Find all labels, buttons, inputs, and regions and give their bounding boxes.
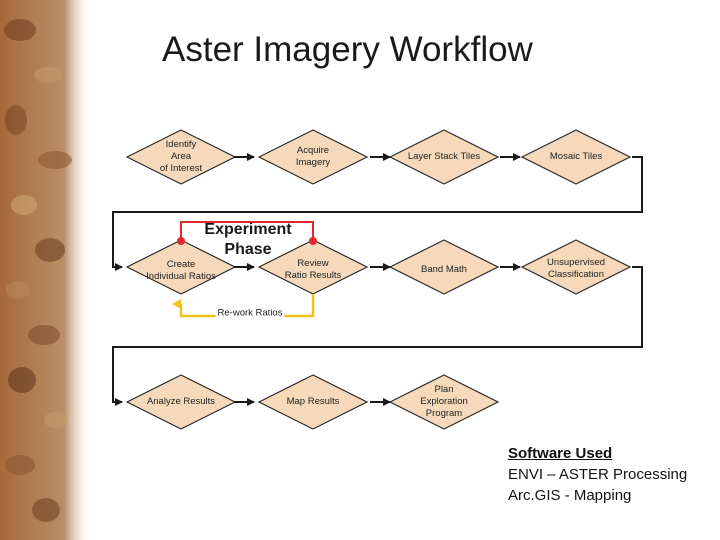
software-item: ENVI – ASTER Processing [508,466,688,483]
phase-marker-right [309,237,317,245]
workflow-step-diamond [520,129,632,185]
step-label-layer-stack-tiles: Layer Stack Tiles [407,151,481,162]
step-label-mosaic-tiles: Mosaic Tiles [549,151,603,162]
workflow-step-diamond [257,129,369,185]
workflow-step-diamond [388,129,500,185]
step-label-identify-area: Identify Area of Interest [159,139,203,174]
step-label-band-math: Band Math [421,264,467,275]
step-label-review-ratio-results: Review Ratio Results [284,258,342,281]
experiment-phase-label: Experiment Phase [204,221,292,258]
step-label-plan-exploration-program: Plan Exploration Program [420,384,468,419]
step-label-analyze-results: Analyze Results [146,396,216,407]
phase-marker-left [177,237,185,245]
software-item: Arc.GIS - Mapping [508,487,632,504]
software-used-heading: Software Used [508,445,613,462]
rework-ratios-label: Re-work Ratios [215,307,285,319]
software-used-panel: Software Used ENVI – ASTER Processing Ar… [508,443,687,506]
wrap-connector [112,266,643,406]
experiment-phase-bracket [180,221,314,241]
step-label-acquire-imagery: Acquire Imagery [295,145,331,168]
step-label-create-ratios: Create Individual Ratios [146,259,216,282]
workflow-step-diamond [520,239,632,295]
workflow-step-diamond [388,239,500,295]
workflow-step-diamond [388,374,500,430]
workflow-step-diamond [257,239,369,295]
page-title: Aster Imagery Workflow [162,30,533,69]
rock-texture-image [0,0,92,540]
wrap-connector [112,156,643,271]
workflow-step-diamond [257,374,369,430]
step-label-map-results: Map Results [286,396,340,407]
step-label-unsupervised-classification: Unsupervised Classification [546,257,606,280]
